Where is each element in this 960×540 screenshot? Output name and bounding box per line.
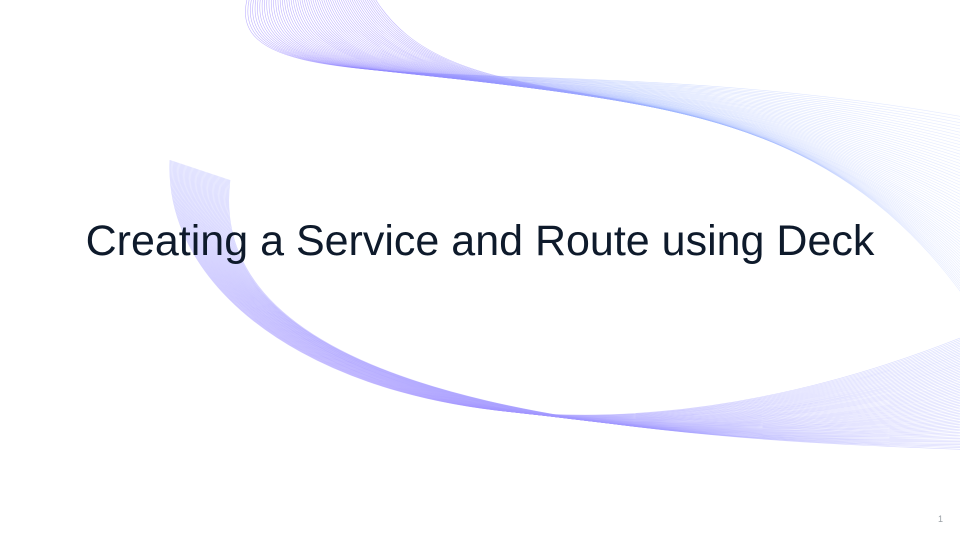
wave-line (330, 0, 960, 234)
wave-line (261, 0, 960, 139)
wave-line (191, 167, 960, 422)
wave-line (194, 168, 960, 424)
wave-lines-bottom (169, 159, 960, 450)
wave-line (328, 0, 960, 231)
wave-line (182, 164, 960, 420)
wave-line (171, 160, 960, 416)
wave-line (191, 167, 960, 423)
wave-line (228, 179, 960, 450)
wave-line (207, 172, 960, 429)
wave-line (373, 0, 960, 289)
wave-line (174, 161, 960, 417)
wave-line (202, 170, 960, 427)
wave-line (181, 164, 960, 419)
wave-line (179, 163, 960, 419)
wave-line (211, 174, 960, 431)
wave-line (170, 160, 960, 416)
wave-line (185, 165, 960, 421)
slide-title: Creating a Service and Route using Deck (85, 217, 875, 265)
wave-line (321, 0, 960, 222)
wave-lines-background (169, 0, 960, 450)
wave-line (304, 0, 960, 198)
wave-line (188, 166, 960, 421)
wave-line (169, 159, 960, 416)
wave-line (375, 0, 960, 292)
wave-line (270, 0, 960, 152)
wave-line (273, 0, 960, 155)
wave-line (199, 170, 960, 425)
wave-line (178, 162, 960, 418)
wave-line (259, 0, 960, 136)
wave-line (326, 0, 960, 228)
footer-strip (0, 505, 960, 540)
wave-line (172, 160, 960, 416)
wave-lines-top (245, 0, 960, 292)
wave-line (208, 173, 960, 430)
page-number: 1 (937, 514, 943, 524)
wave-line (185, 165, 960, 420)
wave-line (196, 169, 960, 424)
wave-line (319, 0, 960, 219)
wave-line (204, 171, 960, 428)
wave-line (175, 162, 960, 417)
wave-line (202, 171, 960, 427)
wave-line (200, 170, 960, 426)
wave-line (317, 0, 960, 216)
